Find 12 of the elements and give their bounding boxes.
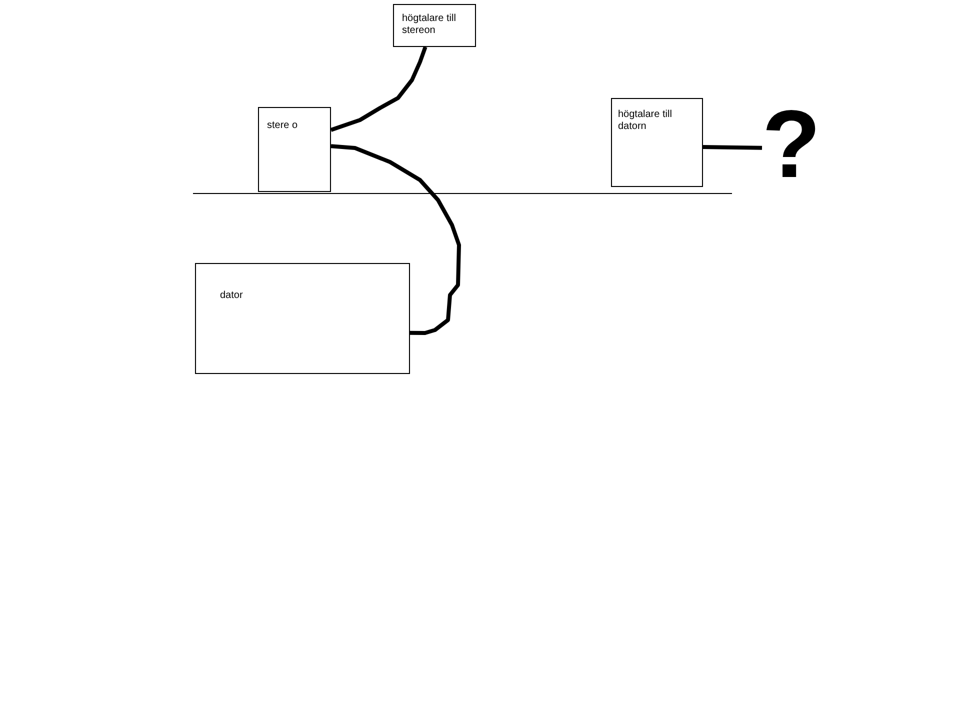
box-label: dator [220,290,244,302]
box-label: stere o [267,120,299,132]
cable [330,144,461,335]
cable [330,46,428,132]
question-mark: ? [762,100,818,192]
cable [702,144,762,150]
box-label: högtalare till stereon [402,13,457,37]
computer-box [195,263,410,374]
box-label: högtalare till datorn [618,109,673,133]
speaker-box [393,4,476,47]
stereo-box [258,107,331,192]
speaker-box [611,98,703,187]
